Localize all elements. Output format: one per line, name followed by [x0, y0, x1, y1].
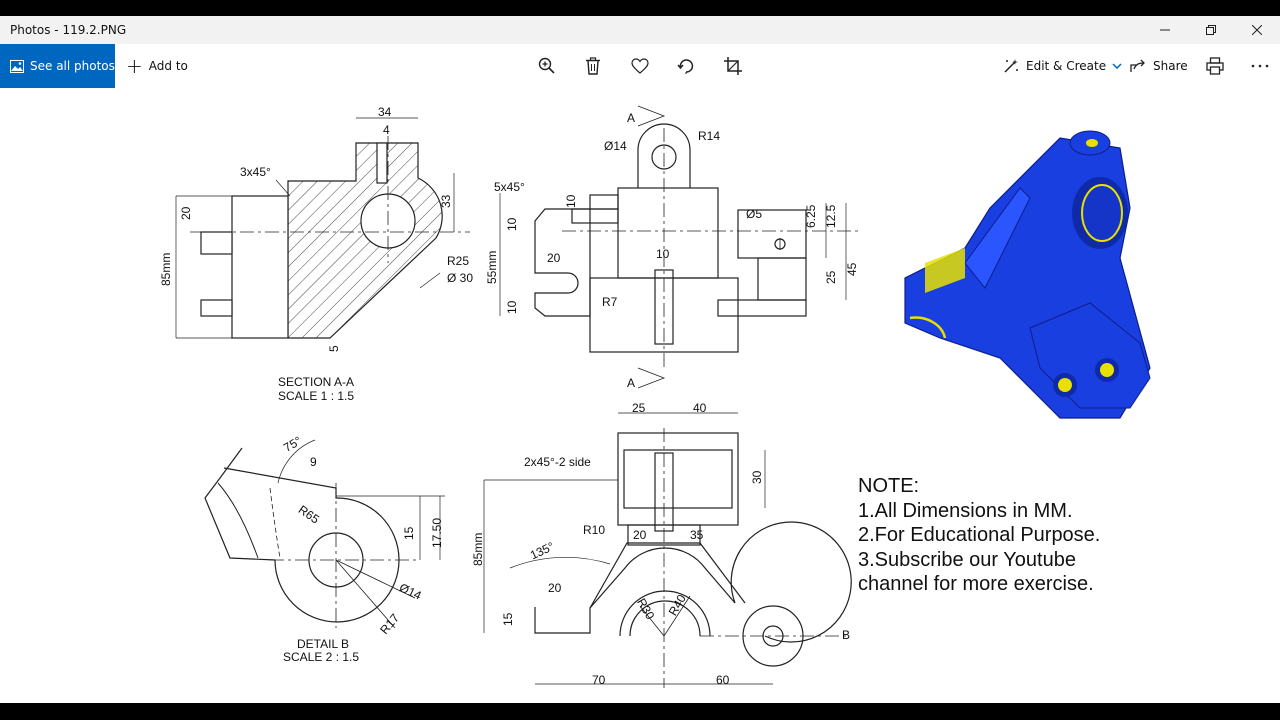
dim-r30: R30 [634, 596, 657, 622]
section-caption-scale: SCALE 1 : 1.5 [278, 389, 354, 403]
edit-wand-icon [1004, 59, 1018, 73]
dim-r14: R14 [698, 129, 720, 143]
dim-85mm: 85mm [159, 253, 173, 286]
dim-17-50: 17.50 [430, 518, 444, 548]
print-icon[interactable] [1205, 56, 1225, 76]
note-line-3: 3.Subscribe our Youtube [858, 548, 1076, 571]
dim-25-bottom: 25 [632, 401, 646, 415]
dim-9: 9 [310, 455, 317, 469]
add-to-button[interactable]: + Add to [126, 44, 188, 88]
drawing-notes: NOTE: 1.All Dimensions in MM. 2.For Educ… [858, 474, 1100, 597]
dim-r10: R10 [583, 523, 605, 537]
section-mark-a-top: A [627, 111, 635, 125]
dim-10a: 10 [564, 194, 578, 208]
note-line-2: 2.For Educational Purpose. [858, 524, 1101, 546]
share-icon [1130, 59, 1145, 72]
dim-d30: Ø 30 [447, 271, 473, 285]
see-all-photos-button[interactable]: See all photos [0, 44, 115, 88]
plus-icon: + [126, 54, 143, 78]
dim-d14-front: Ø14 [604, 139, 627, 153]
isometric-3d-model [904, 130, 1151, 419]
dim-55mm: 55mm [485, 251, 499, 284]
section-mark-a-bottom: A [627, 376, 635, 390]
dim-6-25: 6.25 [804, 204, 818, 228]
edit-create-label: Edit & Create [1026, 59, 1107, 73]
more-icon[interactable] [1250, 56, 1270, 76]
dim-15-detail: 15 [402, 526, 416, 540]
dim-chamfer-5x45: 5x45° [494, 180, 525, 194]
dim-chamfer-3x45: 3x45° [240, 165, 271, 179]
dim-r65: R65 [296, 502, 322, 526]
note-heading: NOTE: [858, 475, 920, 497]
dim-20-bottom-a: 20 [633, 528, 647, 542]
detail-b-view [204, 439, 445, 629]
photo-canvas[interactable]: 34 4 3x45° 20 85mm 33 R25 Ø 30 5 SECTION… [0, 88, 1280, 703]
dim-33: 33 [439, 194, 453, 208]
zoom-in-icon[interactable] [537, 56, 557, 76]
dim-20-bottom-b: 20 [548, 581, 562, 595]
dim-20: 20 [179, 206, 193, 220]
dim-5: 5 [327, 345, 341, 352]
dim-40: 40 [693, 401, 707, 415]
chevron-down-icon [1112, 63, 1122, 69]
screen-top-border [0, 0, 1280, 16]
minimize-icon[interactable] [1142, 16, 1188, 44]
section-view [175, 117, 470, 339]
edit-create-button[interactable]: Edit & Create [1003, 44, 1129, 88]
dim-12-5: 12.5 [824, 204, 838, 228]
dim-70: 70 [592, 673, 606, 687]
photos-icon [10, 59, 24, 73]
dim-r25: R25 [447, 254, 469, 268]
dim-25: 25 [824, 270, 838, 284]
share-button[interactable]: Share [1130, 44, 1188, 88]
dim-chamfer-2x45: 2x45°-2 side [524, 455, 591, 469]
dim-34: 34 [378, 105, 392, 119]
dim-r7: R7 [602, 295, 618, 309]
see-all-photos-label: See all photos [30, 59, 115, 73]
detail-caption-title: DETAIL B [297, 637, 349, 651]
section-caption-title: SECTION A-A [278, 375, 354, 389]
window-controls [1142, 16, 1280, 44]
add-to-label: Add to [148, 59, 188, 73]
dim-4: 4 [383, 123, 390, 137]
dim-10b: 10 [505, 217, 519, 231]
engineering-drawing: 34 4 3x45° 20 85mm 33 R25 Ø 30 5 SECTION… [159, 105, 1151, 688]
screen-bottom-border [0, 703, 1280, 720]
dim-35: 35 [690, 528, 704, 542]
dim-20-front: 20 [547, 251, 561, 265]
close-icon[interactable] [1234, 16, 1280, 44]
detail-caption-scale: SCALE 2 : 1.5 [283, 650, 359, 664]
dim-60: 60 [716, 673, 730, 687]
trash-icon[interactable] [583, 56, 603, 76]
dim-10c: 10 [505, 300, 519, 314]
photos-app-window: Photos - 119.2.PNG See all photos + Add … [0, 16, 1280, 703]
dim-85mm-bottom: 85mm [471, 533, 485, 566]
note-line-1: 1.All Dimensions in MM. [858, 499, 1073, 522]
rotate-icon[interactable] [676, 56, 696, 76]
restore-icon[interactable] [1188, 16, 1234, 44]
title-bar: Photos - 119.2.PNG [0, 16, 1280, 44]
window-title: Photos - 119.2.PNG [10, 23, 127, 37]
dim-15-bottom: 15 [501, 612, 515, 626]
dim-d14-detail: Ø14 [397, 580, 424, 602]
dim-30: 30 [750, 470, 764, 484]
share-label: Share [1153, 59, 1188, 73]
crop-icon[interactable] [723, 56, 743, 76]
note-line-4: channel for more exercise. [858, 573, 1094, 595]
dim-r17: R17 [377, 611, 402, 637]
dim-75deg: 75° [281, 434, 304, 455]
dim-10-slot: 10 [656, 247, 670, 261]
detail-mark-b: B [842, 628, 850, 642]
bottom-view [483, 412, 852, 688]
dim-d5: Ø5 [746, 207, 762, 221]
photos-toolbar: See all photos + Add to Edit & Create [0, 44, 1280, 88]
front-view [499, 105, 860, 389]
heart-icon[interactable] [630, 56, 650, 76]
dim-45: 45 [845, 262, 859, 276]
